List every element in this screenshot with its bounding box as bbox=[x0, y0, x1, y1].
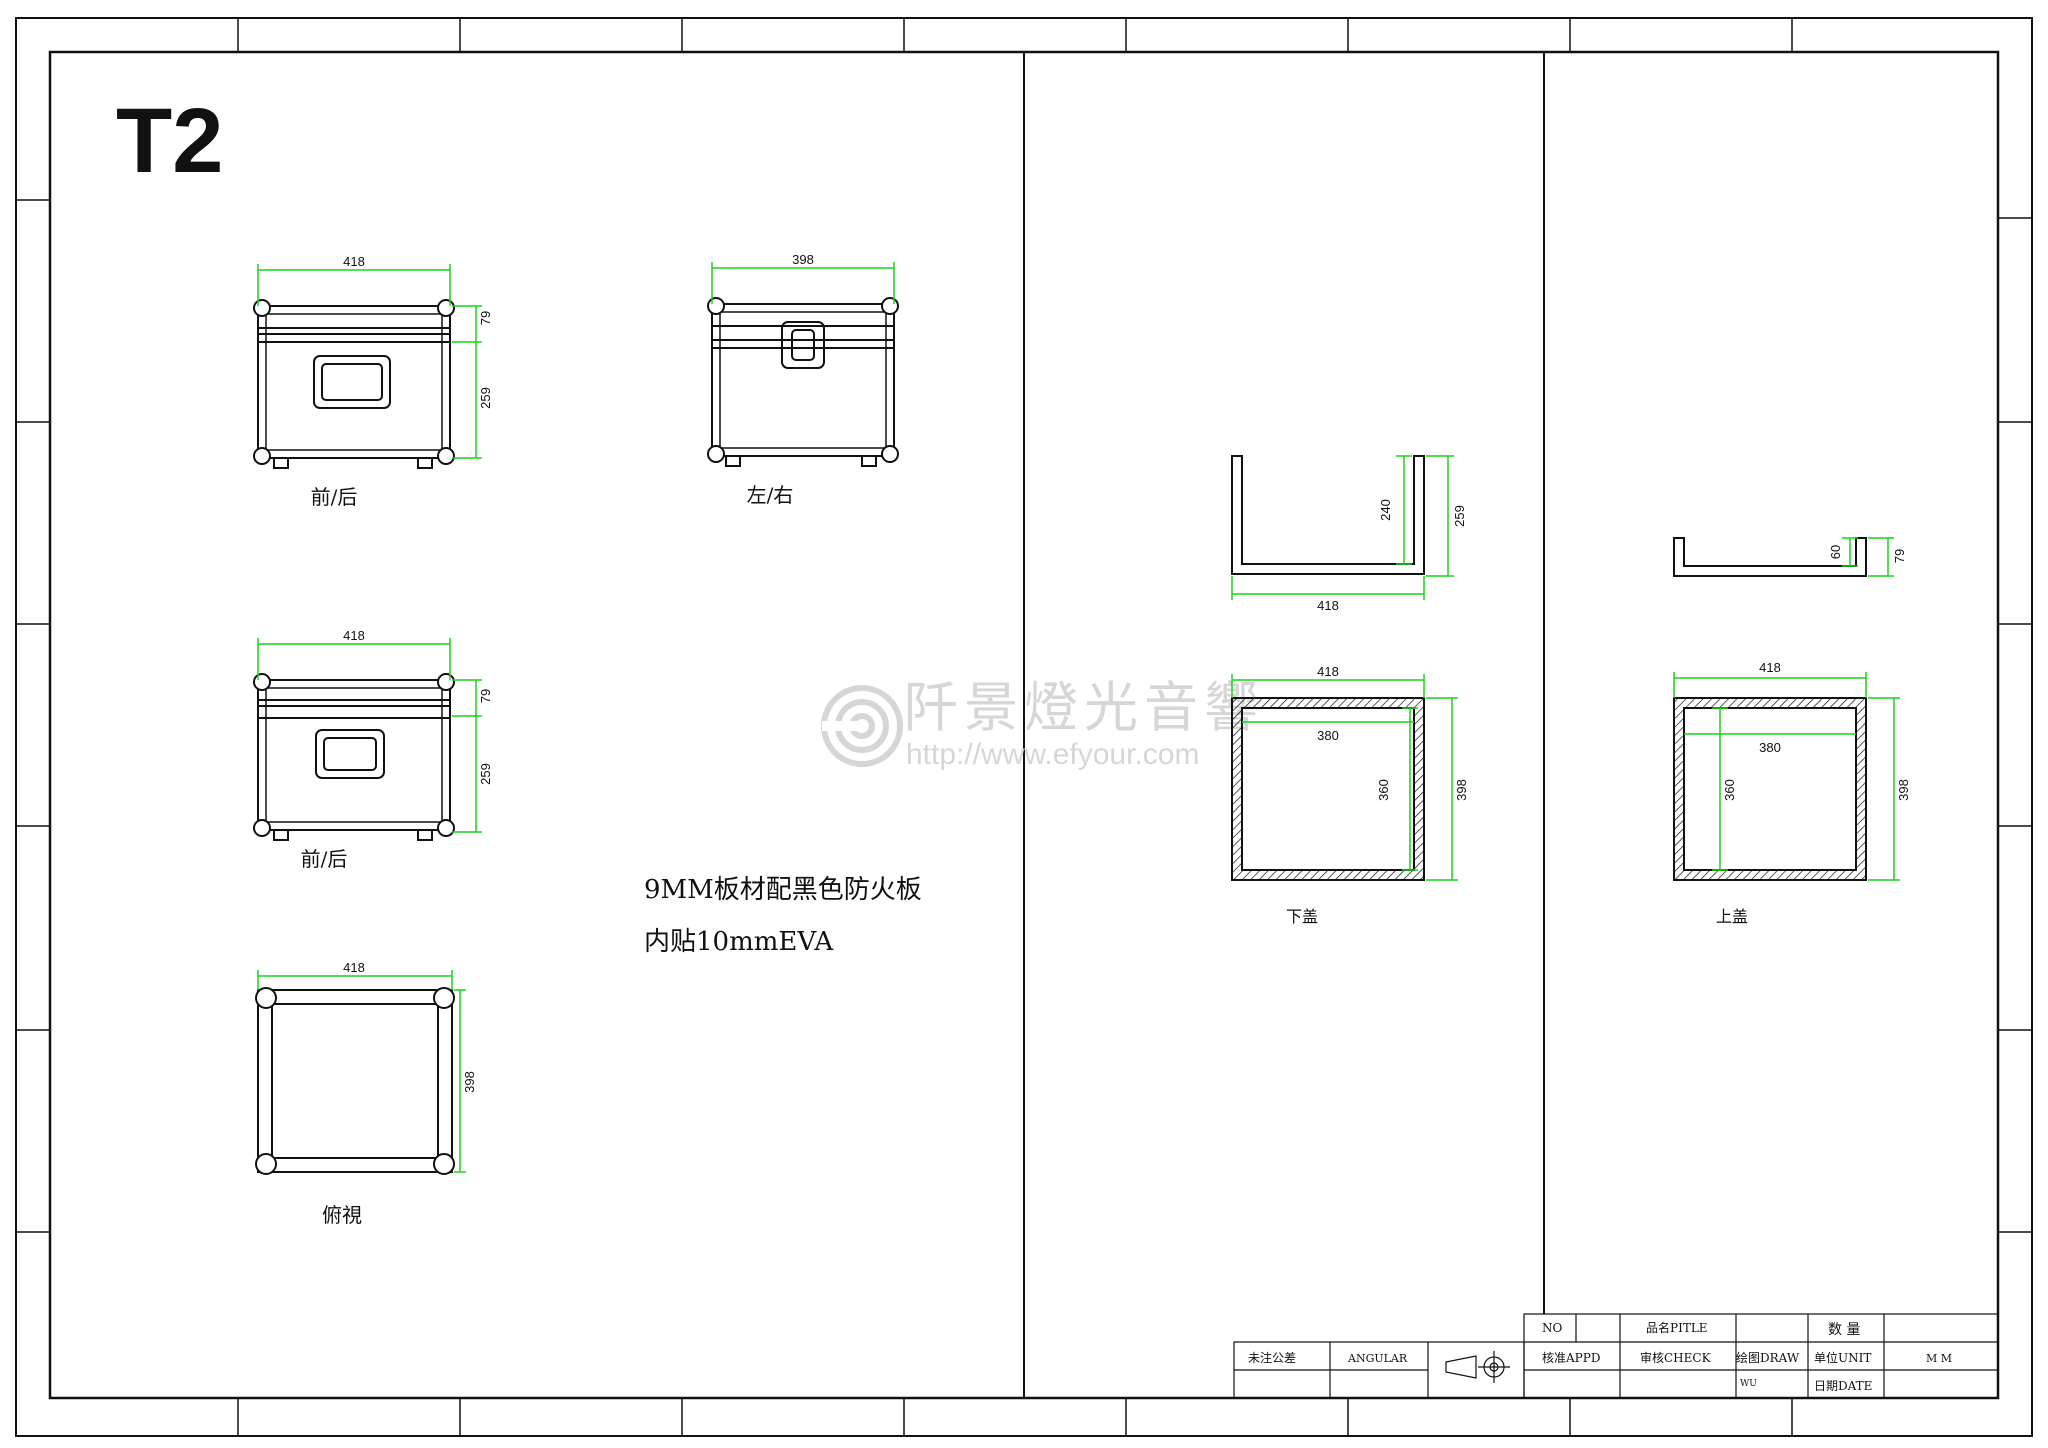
projection-symbol-icon bbox=[1445, 1351, 1510, 1383]
upper-lid-inner-height-dimension: 60 bbox=[1828, 545, 1843, 559]
front-a-width-dimension: 418 bbox=[343, 254, 365, 269]
upper-lid-outer-depth-dimension: 398 bbox=[1896, 779, 1911, 801]
lower-lid-section-dimensions bbox=[1231, 455, 1454, 600]
sheet-title: T2 bbox=[116, 90, 223, 192]
upper-lid-section-dimensions bbox=[1842, 537, 1894, 577]
tb-tolerance: 未注公差 bbox=[1248, 1350, 1296, 1365]
front-view-a-corners bbox=[253, 299, 455, 465]
lower-lid-inner-width-dimension: 380 bbox=[1317, 728, 1339, 743]
side-width-dimension: 398 bbox=[792, 252, 814, 267]
upper-lid-plan-dimensions bbox=[1673, 672, 1900, 881]
tb-drawer-name: WU bbox=[1740, 1379, 1757, 1389]
tb-product-name: 品名PITLE bbox=[1646, 1320, 1708, 1335]
title-block-grid bbox=[1233, 1313, 1999, 1399]
front-a-body-height-dimension: 259 bbox=[478, 387, 493, 409]
watermark-url: http://www.efyour.com bbox=[906, 738, 1199, 771]
material-note: 9MM板材配黑色防火板 bbox=[644, 875, 922, 905]
lower-lid-inner-depth-dimension: 360 bbox=[1376, 779, 1391, 801]
lining-note: 内贴10mmEVA bbox=[644, 927, 834, 957]
top-depth-dimension: 398 bbox=[462, 1071, 477, 1093]
lower-lid-plan-width-dimension: 418 bbox=[1317, 664, 1339, 679]
tb-unit-label: 单位UNIT bbox=[1814, 1350, 1871, 1365]
tb-angular: ANGULAR bbox=[1347, 1352, 1408, 1365]
front-view-b-corners bbox=[253, 673, 455, 837]
tb-quantity: 数 量 bbox=[1828, 1322, 1860, 1338]
front-b-label: 前/后 bbox=[301, 847, 348, 871]
lower-lid-plan-dimensions bbox=[1231, 674, 1458, 881]
front-view-a-dimensions bbox=[257, 264, 482, 459]
watermark-logo-icon bbox=[821, 685, 903, 767]
upper-lid-inner-width-dimension: 380 bbox=[1759, 740, 1781, 755]
top-label: 俯視 bbox=[322, 1203, 362, 1227]
tb-no: NO bbox=[1542, 1321, 1563, 1335]
front-view-b bbox=[257, 679, 451, 841]
tb-date-label: 日期DATE bbox=[1814, 1379, 1872, 1393]
tb-checked: 审核CHECK bbox=[1640, 1350, 1712, 1365]
lower-lid-section bbox=[1231, 455, 1425, 575]
front-a-label: 前/后 bbox=[311, 485, 358, 509]
lower-lid-outer-depth-dimension: 398 bbox=[1454, 779, 1469, 801]
lower-lid-outer-height-dimension: 259 bbox=[1452, 505, 1467, 527]
side-label: 左/右 bbox=[747, 483, 794, 507]
tb-approved: 核准APPD bbox=[1542, 1351, 1600, 1365]
top-view bbox=[257, 989, 453, 1173]
side-view bbox=[711, 303, 895, 467]
watermark: 阡景燈光音響 http://www.efyour.com bbox=[821, 676, 1264, 771]
sheet-border bbox=[15, 17, 2033, 1437]
top-width-dimension: 418 bbox=[343, 960, 365, 975]
watermark-text: 阡景燈光音響 bbox=[904, 676, 1264, 739]
front-view-b-dimensions bbox=[257, 638, 482, 833]
upper-lid-plan-width-dimension: 418 bbox=[1759, 660, 1781, 675]
lower-lid-inner-height-dimension: 240 bbox=[1378, 499, 1393, 521]
front-view-a bbox=[257, 305, 451, 469]
upper-lid-label: 上盖 bbox=[1716, 907, 1748, 926]
front-b-width-dimension: 418 bbox=[343, 628, 365, 643]
front-a-lid-height-dimension: 79 bbox=[478, 311, 493, 325]
lower-lid-width-dimension: 418 bbox=[1317, 598, 1339, 613]
upper-lid-inner-depth-dimension: 360 bbox=[1722, 779, 1737, 801]
tb-drawn: 绘图DRAW bbox=[1736, 1350, 1800, 1365]
tb-unit-value: M M bbox=[1926, 1352, 1952, 1365]
lower-lid-label: 下盖 bbox=[1286, 907, 1318, 926]
top-view-dimensions bbox=[257, 970, 466, 1173]
top-view-corners bbox=[255, 987, 455, 1175]
front-b-lid-height-dimension: 79 bbox=[478, 689, 493, 703]
front-b-body-height-dimension: 259 bbox=[478, 763, 493, 785]
side-view-dimensions bbox=[711, 262, 895, 304]
upper-lid-outer-height-dimension: 79 bbox=[1892, 549, 1907, 563]
upper-lid-plan bbox=[1673, 697, 1867, 881]
